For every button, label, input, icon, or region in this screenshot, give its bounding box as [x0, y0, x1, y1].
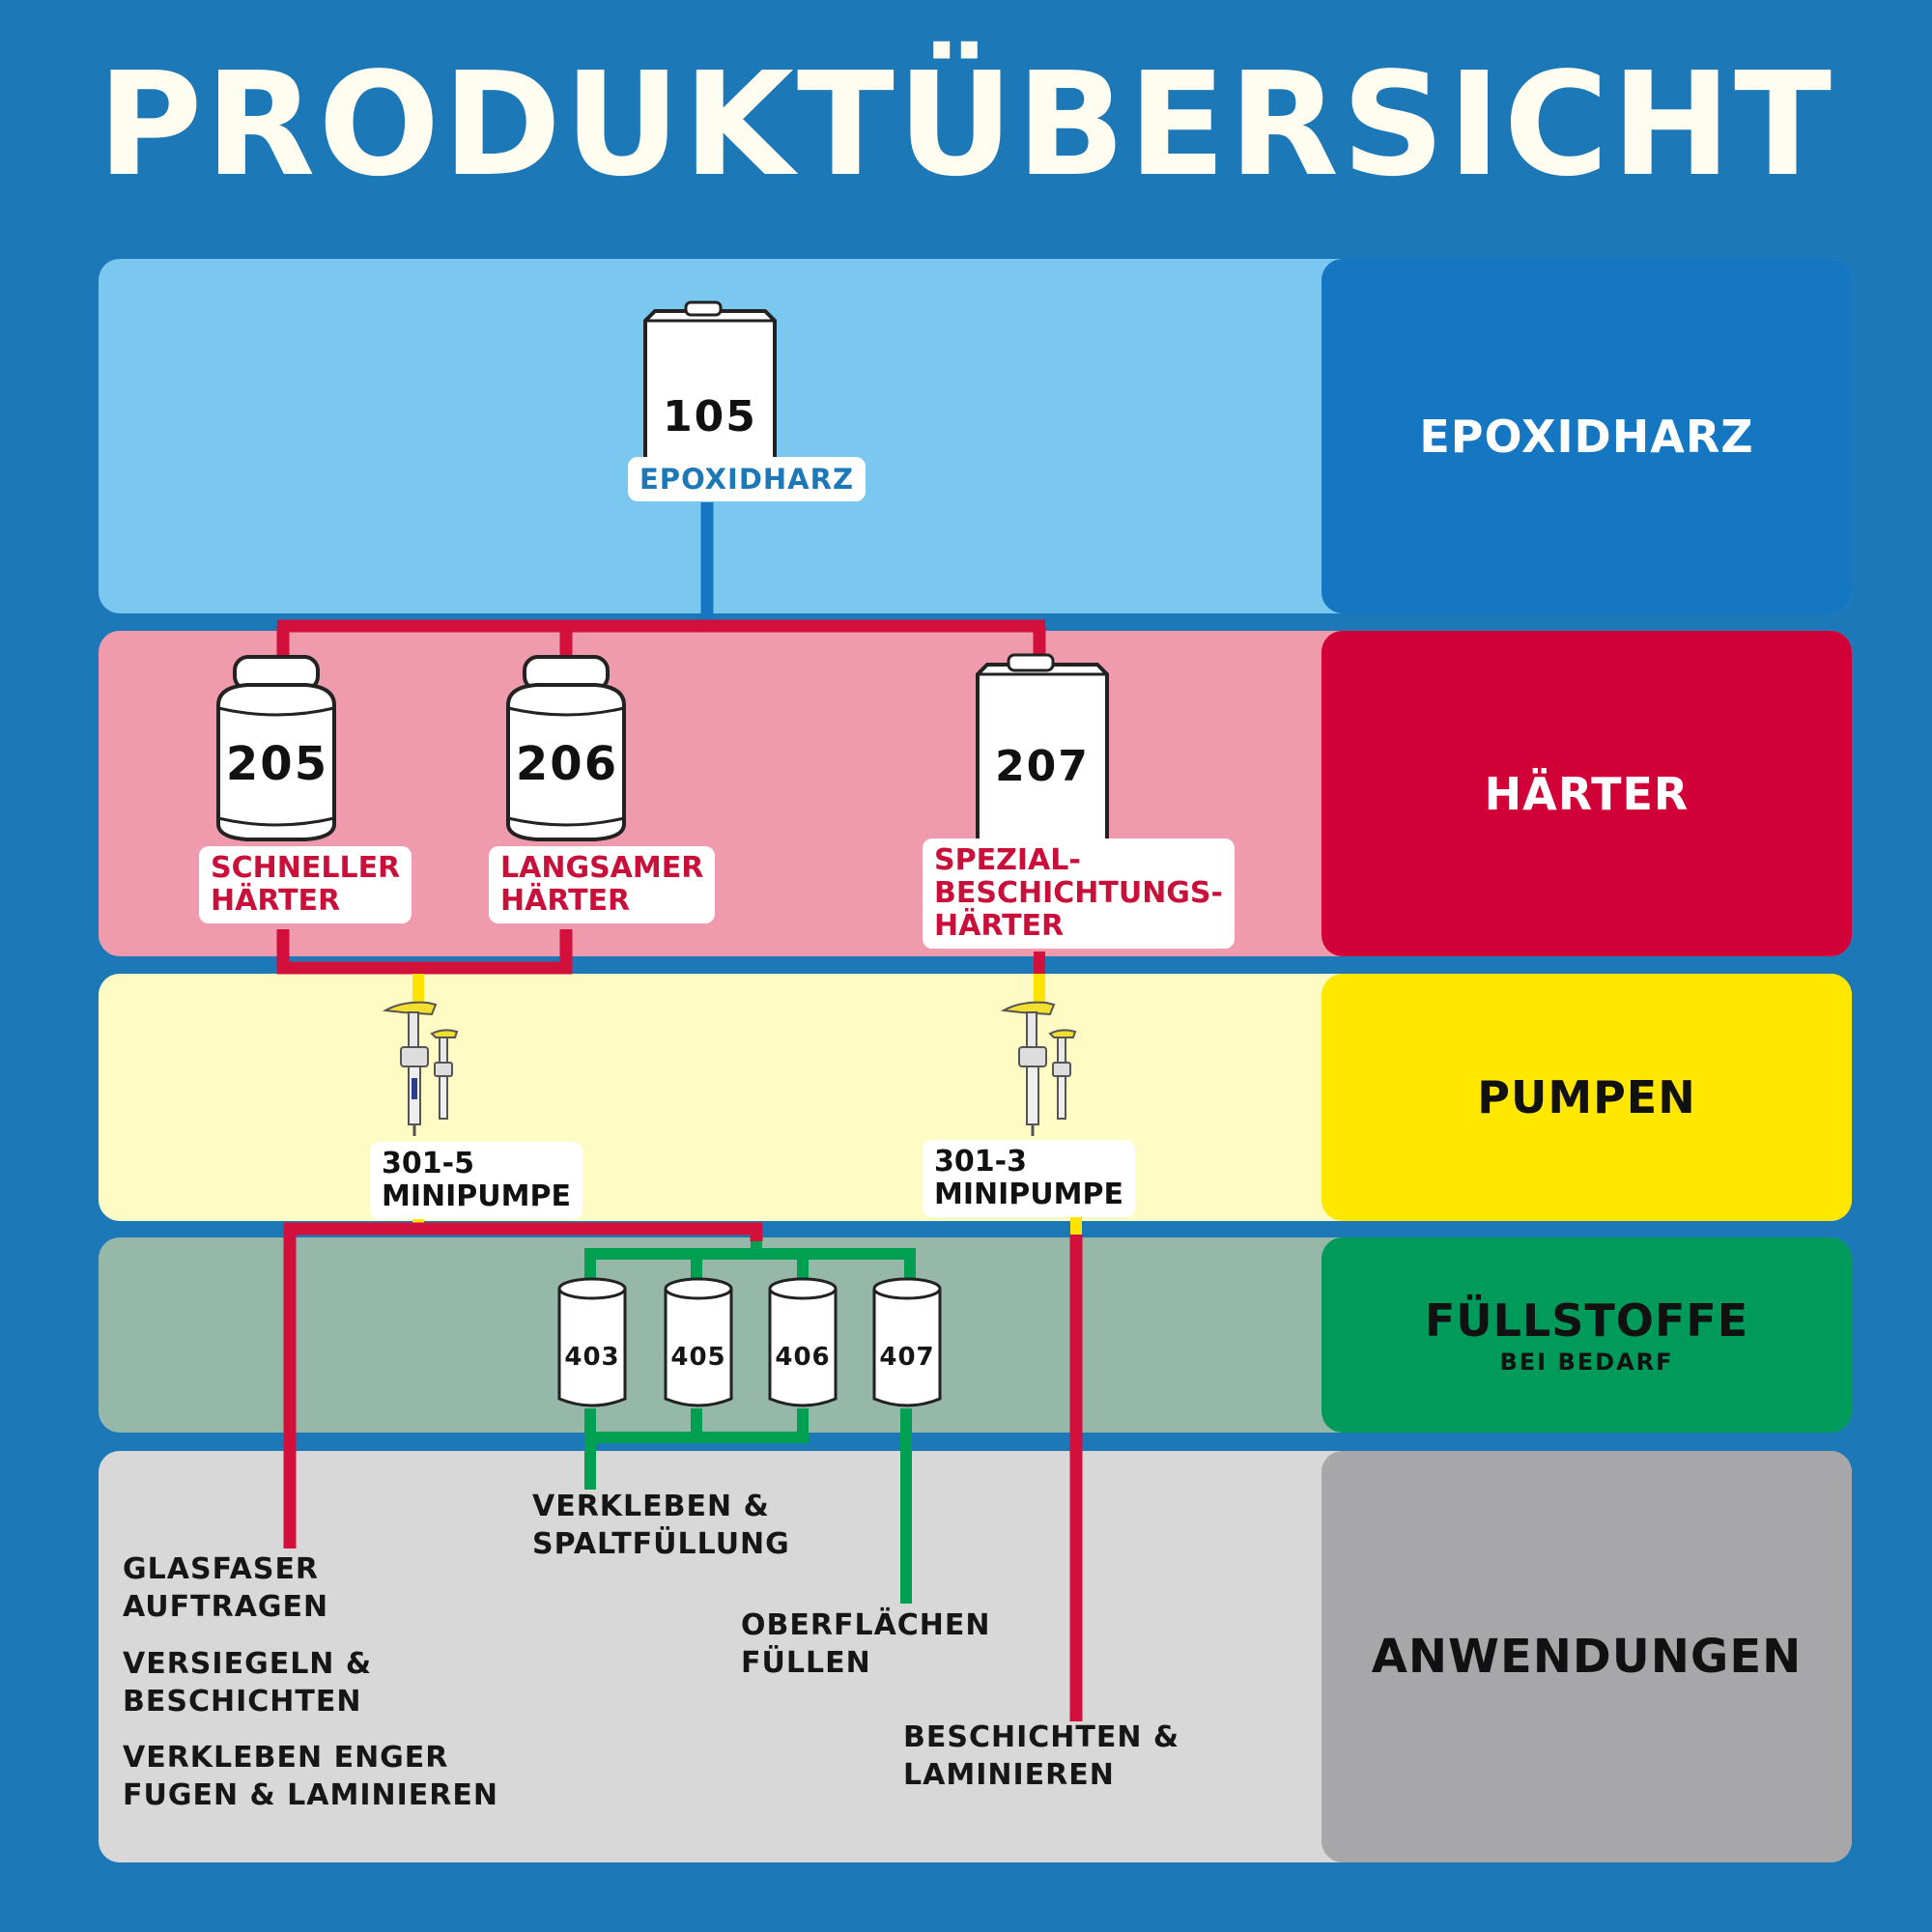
epoxy-category-label: EPOXIDHARZ [1419, 410, 1754, 463]
filler-403-number: 403 [564, 1343, 620, 1372]
hardener-206-number: 206 [515, 737, 619, 791]
pump-301-3-label: 301-3 MINIPUMPE [923, 1140, 1135, 1217]
hardener-category-box: HÄRTER [1321, 631, 1852, 956]
filler-407-number: 407 [879, 1343, 935, 1372]
hardener-category-label: HÄRTER [1484, 767, 1690, 820]
pump-301-5-label: 301-5 MINIPUMPE [370, 1142, 582, 1219]
pump-category-box: PUMPEN [1321, 974, 1852, 1221]
dispenser-pump-icon [382, 1001, 459, 1136]
application-coat-text: BESCHICHTEN & LAMINIEREN [903, 1720, 1180, 1792]
resin-label: EPOXIDHARZ [628, 457, 866, 501]
page-title: PRODUKTÜBERSICHT [97, 42, 1835, 208]
hardener-207-number: 207 [995, 742, 1090, 791]
application-bond-gap-text: VERKLEBEN & SPALTFÜLLUNG [532, 1490, 790, 1561]
filler-top-bus [584, 1248, 916, 1285]
round-can-icon [506, 655, 626, 841]
pump1-application-line [283, 1222, 763, 1548]
hardener-205-label: SCHNELLER HÄRTER [199, 846, 412, 923]
application-seal-text: VERSIEGELN & BESCHICHTEN [123, 1647, 373, 1719]
hardener-205-number: 205 [225, 737, 329, 791]
filler-jar-icon [557, 1277, 627, 1407]
pump-category-label: PUMPEN [1477, 1071, 1696, 1123]
application-bond-tight-text: VERKLEBEN ENGER FUGEN & LAMINIEREN [123, 1741, 498, 1812]
rectangular-can-icon [976, 653, 1109, 843]
application-category-label: ANWENDUNGEN [1371, 1630, 1803, 1684]
filler-jar-icon [664, 1277, 733, 1407]
epoxy-category-box: EPOXIDHARZ [1321, 259, 1852, 613]
filler-category-label: FÜLLSTOFFE [1424, 1294, 1749, 1347]
filler-category-sublabel: BEI BEDARF [1499, 1349, 1674, 1376]
hardener-merge-line [276, 929, 573, 975]
hardener-207-label: SPEZIAL- BESCHICHTUNGS- HÄRTER [923, 838, 1235, 949]
filler-405-number: 405 [670, 1343, 726, 1372]
application-surface-text: OBERFLÄCHEN FÜLLEN [741, 1608, 991, 1680]
application-glass-text: GLASFASER AUFTRAGEN [123, 1552, 329, 1624]
filler-406-number: 406 [775, 1343, 831, 1372]
filler-category-box: FÜLLSTOFFE BEI BEDARF [1321, 1237, 1852, 1433]
application-category-box: ANWENDUNGEN [1321, 1451, 1852, 1862]
resin-number: 105 [663, 392, 757, 441]
filler-jar-icon [872, 1277, 942, 1407]
round-can-icon [216, 655, 336, 841]
dispenser-pump-icon [1000, 1001, 1077, 1136]
hardener-206-label: LANGSAMER HÄRTER [489, 846, 716, 923]
filler-jar-icon [768, 1277, 838, 1407]
